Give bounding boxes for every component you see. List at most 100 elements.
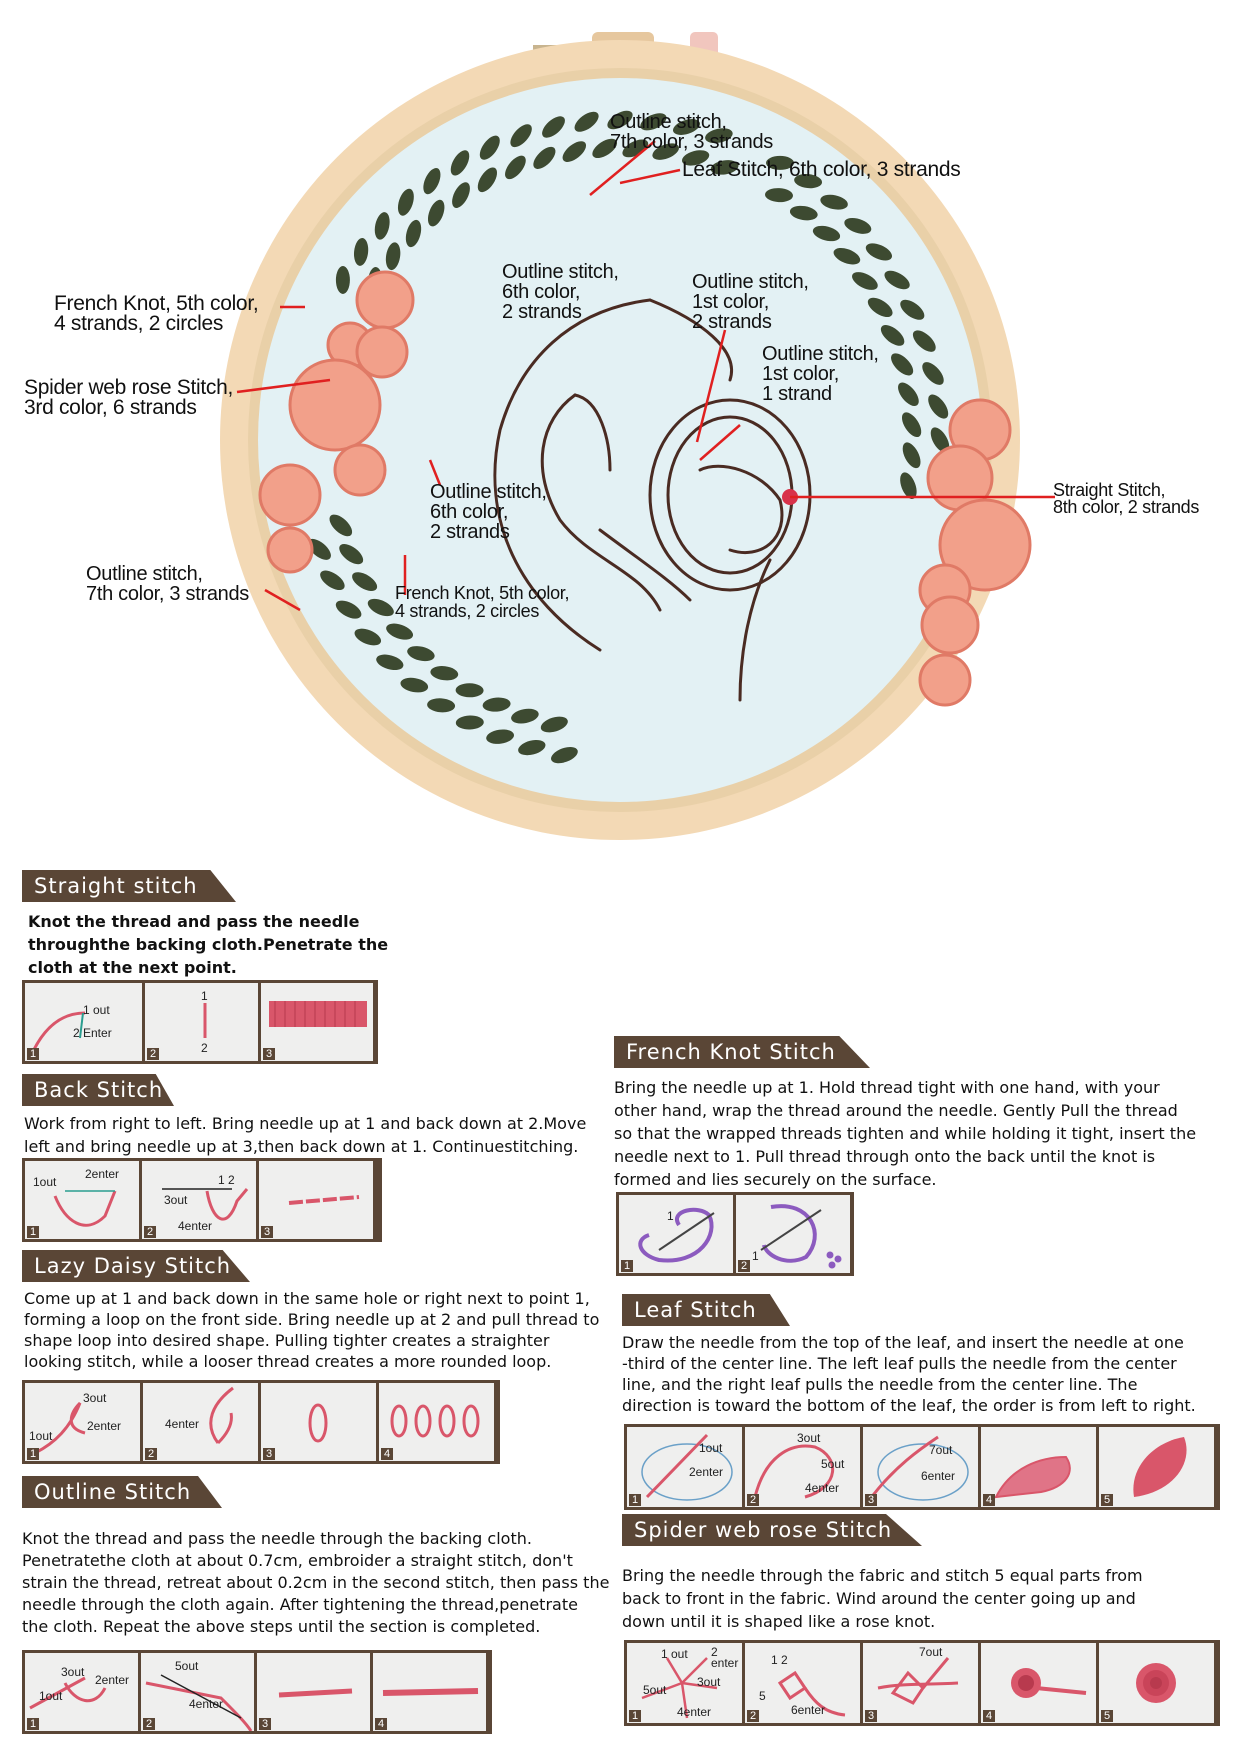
lazy-step-4: 4 — [379, 1383, 494, 1461]
wreath-leaf — [450, 150, 470, 176]
straight-step-3: 3 — [261, 983, 373, 1061]
wreath-leaf — [922, 362, 944, 385]
wreath-leaf — [766, 155, 794, 170]
spider-step-1: 1 out 2 enter 3out 5out 4enter 1 — [627, 1643, 742, 1723]
wreath-leaf — [540, 716, 568, 733]
wreath-leaf — [397, 188, 414, 216]
leaf-stitch-description: Draw the needle from the top of the leaf… — [622, 1333, 1196, 1415]
annotation-outline-6th-top: Outline stitch, 6th color, 2 strands — [502, 261, 619, 323]
wreath-rose — [918, 653, 972, 707]
wreath-leaf — [592, 138, 618, 159]
spider-web-rose-steps: 1 out 2 enter 3out 5out 4enter 1 1 2 5 6… — [624, 1640, 1220, 1726]
wreath-leaf — [884, 270, 910, 290]
section-title-back-stitch: Back Stitch — [22, 1074, 174, 1106]
annotation-outline-1st-1strand: Outline stitch, 1st color, 1 strand — [762, 343, 879, 405]
straight-step-1: 1 out 2 Enter 1 — [25, 983, 142, 1061]
straight-stitch-steps: 1 out 2 Enter 1 1 2 2 3 — [22, 980, 378, 1064]
wreath-leaf — [794, 173, 823, 189]
wreath-rose — [258, 463, 322, 527]
wreath-leaf — [407, 646, 435, 662]
section-title-french-knot-stitch: French Knot Stitch — [614, 1036, 870, 1068]
wreath-leaf — [833, 247, 861, 265]
wreath-leaf — [329, 514, 353, 537]
lazy-step-1: 3out 2enter 1out 1 — [25, 1383, 140, 1461]
spider-web-rose-description: Bring the needle through the fabric and … — [622, 1566, 1143, 1631]
wreath-leaf — [912, 330, 936, 352]
wreath-leaf — [335, 600, 362, 619]
wreath-leaf — [900, 472, 917, 500]
wreath-leaf — [386, 623, 414, 640]
wreath-leaf — [710, 160, 739, 175]
leaf-step-5: 5 — [1099, 1427, 1214, 1507]
annotation-french-knot-left: French Knot, 5th color, 4 strands, 2 cir… — [54, 292, 259, 335]
wreath-leaf — [505, 155, 526, 180]
outline-step-3: 3 — [257, 1653, 370, 1731]
annotation-french-knot-bottom: French Knot, 5th color, 4 strands, 2 cir… — [395, 583, 570, 621]
wreath-leaf — [510, 124, 532, 148]
french-step-1: 1 1 — [619, 1195, 733, 1273]
wreath-leaf — [452, 182, 470, 208]
wreath-leaf — [607, 110, 633, 130]
wreath-leaf — [928, 394, 949, 419]
french-step-2: 1 2 — [736, 1195, 850, 1273]
wreath-leaf — [353, 237, 369, 266]
wreath-rose — [355, 325, 409, 379]
lazy-step-3: 3 — [261, 1383, 376, 1461]
wreath-rose — [938, 498, 1032, 592]
wreath-leaf — [551, 746, 578, 764]
annotation-outline-1st-2strands: Outline stitch, 1st color, 2 strands — [692, 271, 809, 333]
wreath-leaf — [640, 113, 667, 131]
wreath-leaf — [511, 708, 539, 724]
annotation-outline-6th-middle: Outline stitch, 6th color, 2 strands — [430, 481, 547, 543]
leaf-step-4: 4 — [981, 1427, 1096, 1507]
section-title-lazy-daisy-stitch: Lazy Daisy Stitch — [22, 1250, 250, 1282]
annotation-leaf-stitch: Leaf Stitch, 6th color, 3 strands — [682, 158, 961, 181]
section-title-straight-stitch: Straight stitch — [22, 870, 236, 902]
wreath-leaf — [930, 427, 950, 453]
wreath-leaf — [423, 167, 441, 195]
wreath-leaf — [376, 654, 404, 671]
wreath-leaf — [891, 353, 914, 376]
wreath-leaf — [705, 128, 733, 144]
straight-stitch-description: Knot the thread and pass the needle thro… — [28, 912, 389, 977]
wreath-leaf — [486, 729, 514, 744]
wreath-leaf — [518, 740, 546, 756]
annotation-straight-stitch: Straight Stitch, 8th color, 2 strands — [1053, 480, 1200, 517]
wreath-leaf — [479, 135, 500, 160]
spider-step-2: 1 2 5 6enter 2 — [745, 1643, 860, 1723]
wreath-leaf — [867, 297, 893, 318]
back-step-1: 1out 2enter 1 — [25, 1161, 139, 1239]
outline-stitch-steps: 3out 2enter 1out 1 5out 4enter 2 3 4 — [22, 1650, 492, 1734]
wreath-leaf — [844, 217, 872, 234]
wreath-leaf — [482, 697, 511, 712]
leaf-step-2: 3out 5out 4enter 2 — [745, 1427, 860, 1507]
wreath-rose — [355, 270, 415, 330]
wreath-leaf — [902, 442, 921, 469]
wreath-leaf — [320, 570, 345, 591]
lazy-step-2: 4enter 2 — [143, 1383, 258, 1461]
wreath-leaf — [865, 243, 893, 261]
wreath-leaf — [430, 666, 459, 681]
wreath-leaf — [533, 146, 556, 169]
wreath-leaf — [898, 382, 919, 407]
wreath-leaf — [652, 143, 680, 160]
wreath-leaf — [880, 325, 905, 346]
wreath-leaf — [901, 412, 922, 438]
wreath-leaf — [812, 225, 841, 242]
wreath-leaf — [765, 188, 793, 203]
back-stitch-steps: 1out 2enter 1 1 2 3out 4enter 2 3 — [22, 1158, 382, 1242]
section-title-leaf-stitch: Leaf Stitch — [622, 1294, 790, 1326]
wreath-leaf — [852, 272, 878, 290]
wreath-leaf — [477, 167, 498, 193]
outline-step-4: 4 — [373, 1653, 486, 1731]
annotation-outline-7th-left: Outline stitch, 7th color, 3 strands — [86, 563, 249, 605]
wreath-leaf — [427, 698, 456, 713]
wreath-rose — [333, 443, 387, 497]
wreath-leaf — [622, 139, 649, 158]
leaf-stitch-steps: 1out 2enter 1 3out 5out 4enter 2 7out 6e… — [624, 1424, 1220, 1510]
wreath-leaf — [900, 299, 925, 320]
lazy-daisy-steps: 3out 2enter 1out 1 4enter 2 3 4 — [22, 1380, 500, 1464]
spider-step-5: 5 — [1099, 1643, 1214, 1723]
wreath-leaf — [789, 205, 818, 221]
wreath-leaf — [400, 677, 429, 693]
